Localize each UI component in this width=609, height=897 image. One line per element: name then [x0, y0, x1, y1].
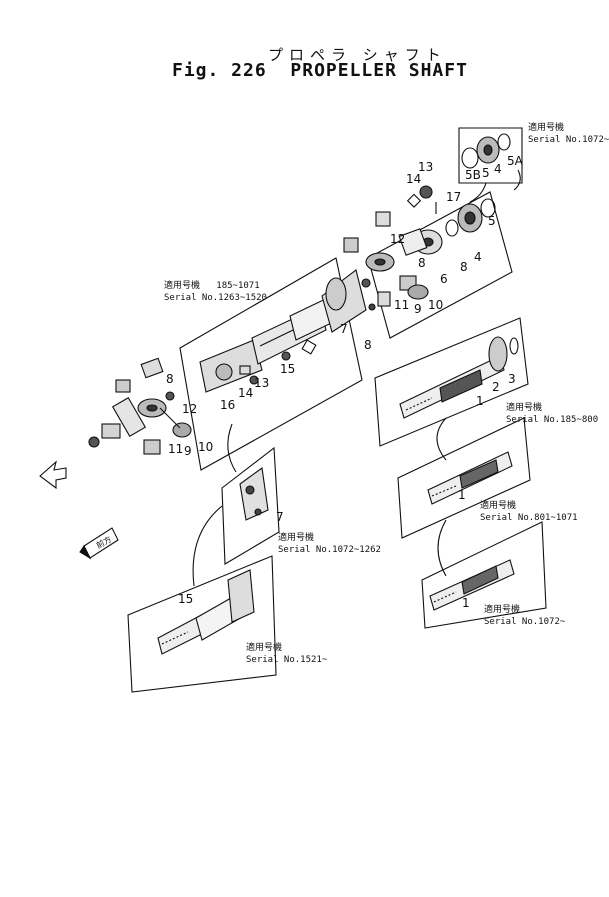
- callout: 7: [340, 322, 348, 336]
- callout: 11: [168, 442, 184, 456]
- callout: 12: [182, 402, 198, 416]
- inset-box-shaft-1521: [127, 555, 277, 693]
- page-title: Fig. 226 PROPELLER SHAFT: [172, 60, 468, 81]
- figure-number: Fig. 226: [172, 60, 267, 81]
- callout: 7: [276, 510, 284, 524]
- callout: 13: [418, 160, 434, 174]
- callout: 17: [446, 190, 462, 204]
- yoke-1072-1262: [239, 467, 269, 521]
- callout: 5: [488, 214, 496, 228]
- center-universal-joint: [343, 211, 429, 311]
- propeller-shaft-801-1071: [427, 451, 513, 505]
- callout: 13: [254, 376, 270, 390]
- callout: 2: [492, 380, 500, 394]
- connector-curve-a: [227, 423, 237, 473]
- callout: 14: [406, 172, 422, 186]
- connector-curve-f: [513, 169, 521, 191]
- callout: 15: [178, 592, 194, 606]
- forward-arrow-icon: [39, 460, 67, 490]
- propeller-shaft-main: [199, 269, 367, 393]
- inset-box-center-right: [367, 191, 513, 339]
- figure-name: PROPELLER SHAFT: [290, 60, 468, 81]
- connector-curve-e: [469, 182, 487, 203]
- inset-box-serial-185-1071: [179, 257, 363, 471]
- flange-yoke: [398, 185, 496, 256]
- callout: 1: [462, 596, 470, 610]
- callout: 9: [414, 302, 422, 316]
- callout: 5: [482, 166, 490, 180]
- callout: 16: [220, 398, 236, 412]
- propeller-shaft-1521: [157, 569, 255, 655]
- note-serial-185-1071: 適用号機 185~1071 Serial No.1263~1520: [164, 281, 267, 303]
- title-japanese: プロペラ シャフト: [268, 46, 447, 64]
- callout: 5B: [465, 168, 481, 182]
- inset-box-shaft-801-1071: [397, 417, 531, 539]
- callout: 8: [418, 256, 426, 270]
- callout: 8: [460, 260, 468, 274]
- callout: 5A: [507, 154, 523, 168]
- callout: 8: [364, 338, 372, 352]
- callout: 10: [428, 298, 444, 312]
- callout: 14: [238, 386, 254, 400]
- callout: 4: [494, 162, 502, 176]
- callout: 1: [476, 394, 484, 408]
- left-universal-joint: [88, 357, 192, 455]
- connector-curve-c: [436, 417, 447, 461]
- callout: 11: [394, 298, 410, 312]
- callout: 10: [198, 440, 214, 454]
- callout: 9: [184, 444, 192, 458]
- callout: 12: [390, 232, 406, 246]
- propeller-shaft-1072: [429, 559, 515, 611]
- connector-curve-d: [437, 519, 447, 577]
- callout: 15: [280, 362, 296, 376]
- callout: 4: [474, 250, 482, 264]
- connector-curve-b: [192, 505, 223, 587]
- bearing-detail: [461, 133, 511, 169]
- inset-box-shaft-1072-1262: [221, 446, 280, 565]
- inset-box-top-right: [458, 127, 523, 184]
- callout: 1: [458, 488, 466, 502]
- callout: 8: [166, 372, 174, 386]
- callout: 3: [508, 372, 516, 386]
- propeller-shaft-185-800: [399, 336, 519, 419]
- inset-box-shaft-1072: [421, 521, 547, 629]
- callout: 6: [440, 272, 448, 286]
- inset-box-shaft-185-800: [374, 317, 529, 447]
